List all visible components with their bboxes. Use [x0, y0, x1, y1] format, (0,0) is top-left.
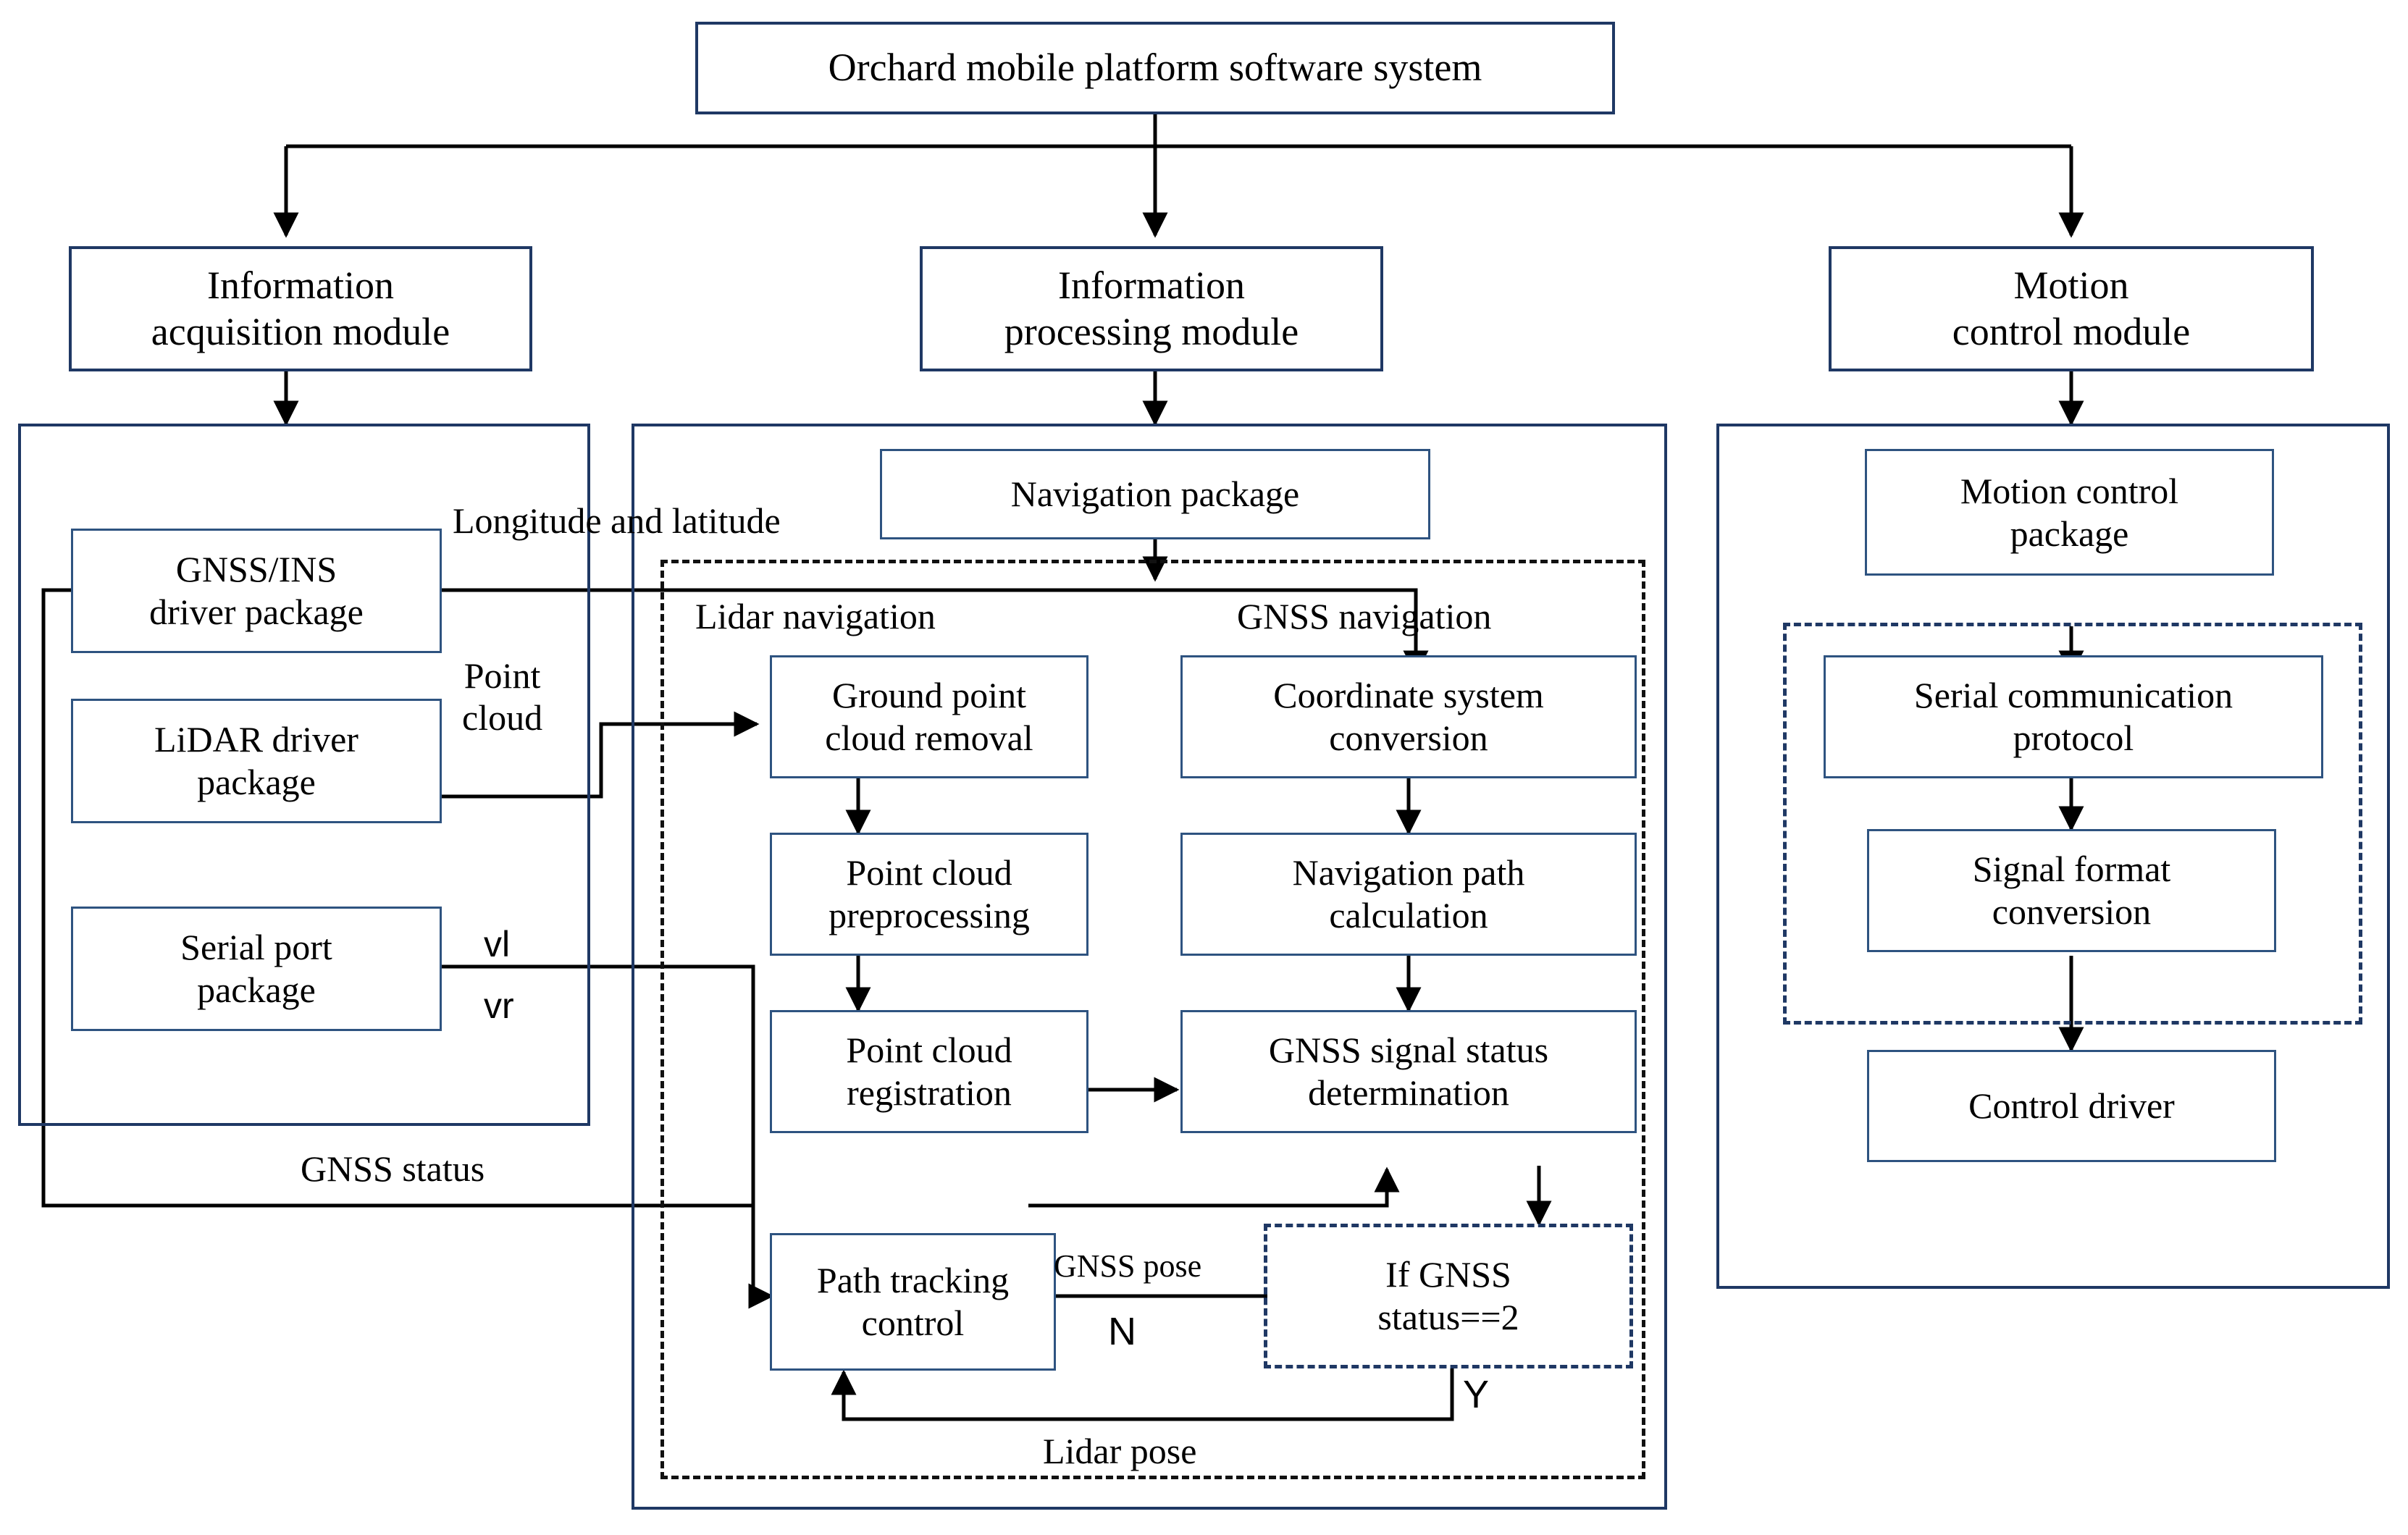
node-serial-port-package[interactable]: Serial port package: [71, 907, 442, 1031]
label-lidar-navigation: Lidar navigation: [695, 596, 936, 636]
node-navigation-package[interactable]: Navigation package: [880, 449, 1430, 539]
label-branch-no: N: [1108, 1310, 1136, 1353]
node-path-tracking-control[interactable]: Path tracking control: [770, 1233, 1056, 1371]
node-lidar-driver-package[interactable]: LiDAR driver package: [71, 699, 442, 823]
node-ground-point-cloud-removal[interactable]: Ground point cloud removal: [770, 655, 1088, 778]
node-navigation-path-calculation[interactable]: Navigation path calculation: [1180, 833, 1637, 956]
node-point-cloud-preprocessing[interactable]: Point cloud preprocessing: [770, 833, 1088, 956]
node-serial-communication-protocol[interactable]: Serial communication protocol: [1824, 655, 2323, 778]
label-lidar-pose: Lidar pose: [1043, 1431, 1197, 1471]
node-coordinate-system-conversion[interactable]: Coordinate system conversion: [1180, 655, 1637, 778]
node-control-driver[interactable]: Control driver: [1867, 1050, 2276, 1162]
module-information-processing[interactable]: Information processing module: [920, 246, 1383, 371]
motion-panel: [1716, 424, 2390, 1289]
label-point-cloud: Point cloud: [462, 655, 543, 738]
node-motion-control-package[interactable]: Motion control package: [1865, 449, 2274, 576]
label-vr: vr: [484, 985, 514, 1026]
label-gnss-status: GNSS status: [301, 1148, 485, 1189]
node-if-gnss-status[interactable]: If GNSS status==2: [1264, 1224, 1633, 1368]
node-signal-format-conversion[interactable]: Signal format conversion: [1867, 829, 2276, 952]
label-branch-yes: Y: [1463, 1373, 1490, 1416]
label-gnss-navigation: GNSS navigation: [1237, 596, 1492, 636]
node-gnss-signal-status-determination[interactable]: GNSS signal status determination: [1180, 1010, 1637, 1133]
node-point-cloud-registration[interactable]: Point cloud registration: [770, 1010, 1088, 1133]
label-gnss-pose: GNSS pose: [1054, 1248, 1202, 1284]
module-information-acquisition[interactable]: Information acquisition module: [69, 246, 532, 371]
root-node[interactable]: Orchard mobile platform software system: [695, 22, 1615, 114]
module-motion-control[interactable]: Motion control module: [1829, 246, 2314, 371]
node-gnss-ins-driver-package[interactable]: GNSS/INS driver package: [71, 529, 442, 653]
label-vl: vl: [484, 924, 511, 964]
label-longitude-and-latitude: Longitude and latitude: [453, 500, 781, 541]
